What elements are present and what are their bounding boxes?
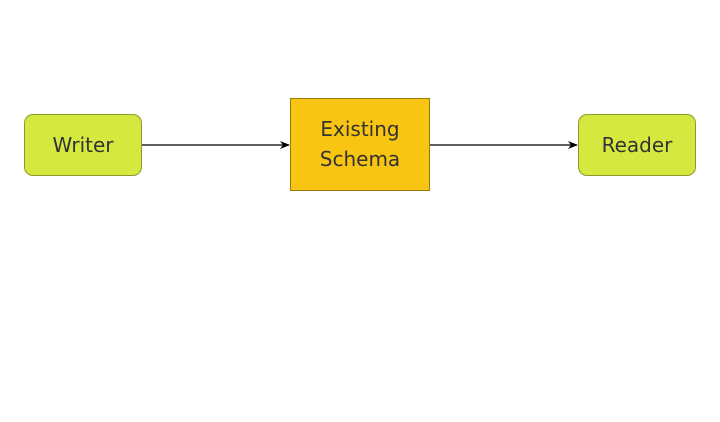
- reader-label: Reader: [601, 133, 673, 157]
- reader-node: Reader: [578, 114, 696, 176]
- existing-schema-node: Existing Schema: [290, 98, 430, 191]
- writer-node: Writer: [24, 114, 142, 176]
- writer-label: Writer: [52, 133, 114, 157]
- existing-schema-label: Existing Schema: [319, 116, 401, 171]
